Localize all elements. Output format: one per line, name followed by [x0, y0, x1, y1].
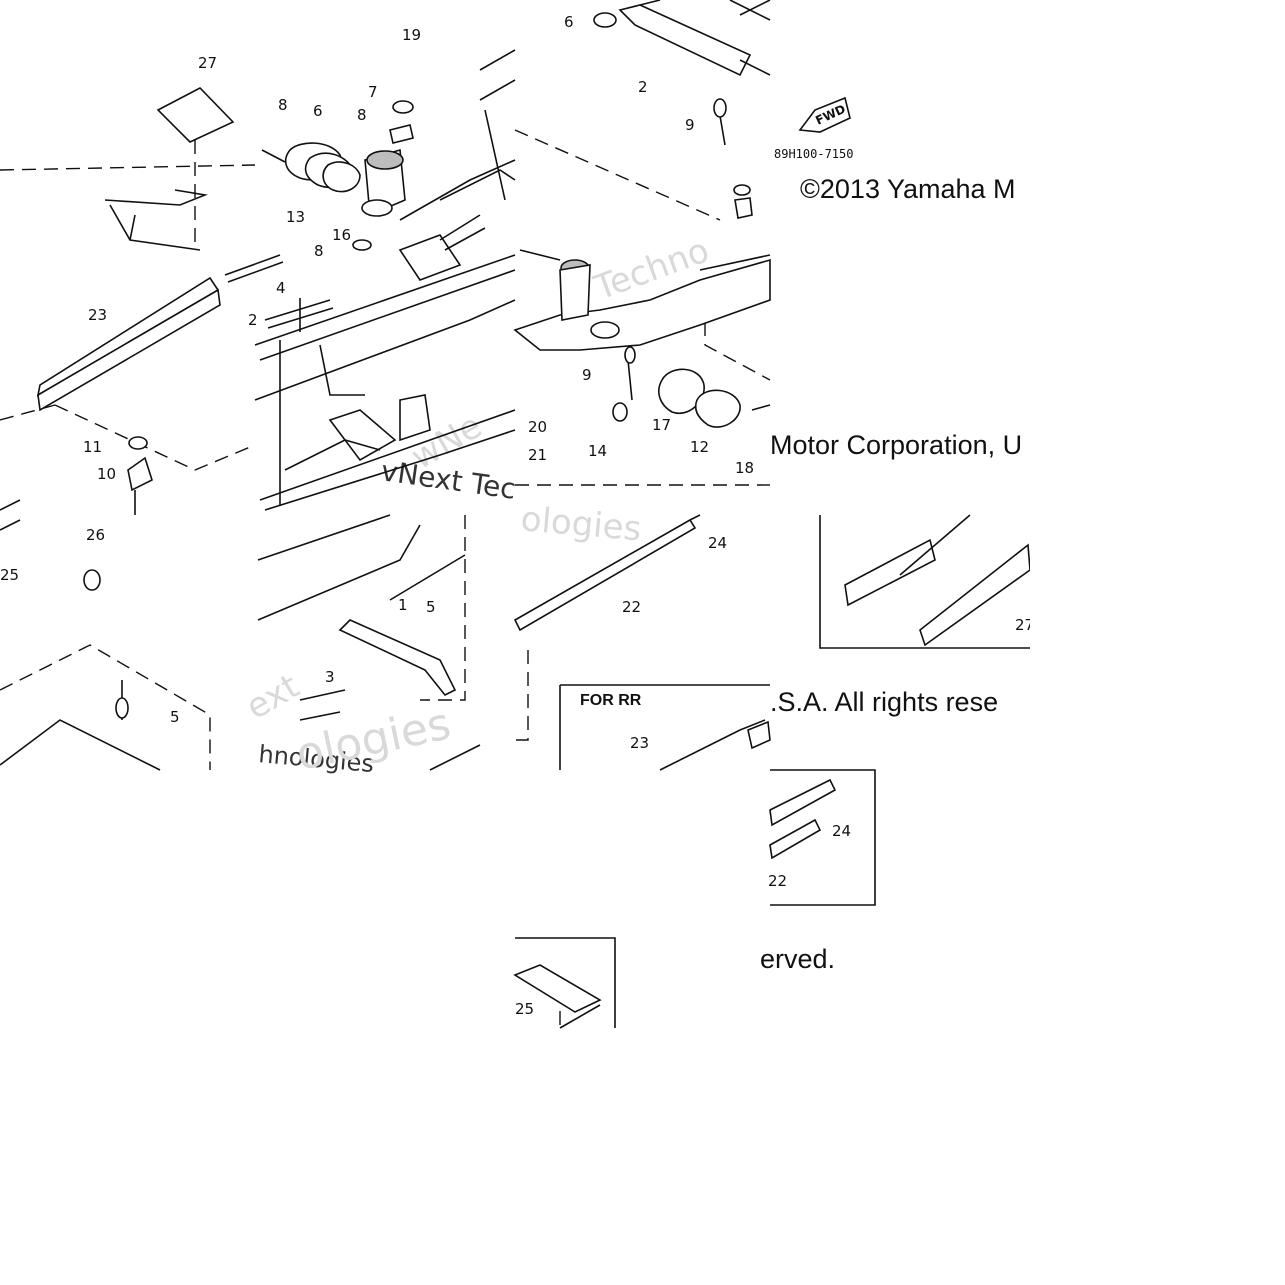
stray-piece-bottom: [513, 937, 616, 1029]
callout-label: 27: [198, 54, 217, 72]
copyright-fragment: .S.A. All rights rese: [770, 687, 998, 717]
callout-label: 20: [528, 418, 547, 436]
watermark-fragment: ext: [240, 666, 307, 728]
mount-assembly-top: [261, 100, 414, 251]
callout-label: 18: [735, 459, 754, 477]
callout-label: 4: [276, 279, 286, 297]
callout-label: 17: [652, 416, 671, 434]
copyright-fragment: Motor Corporation, U: [770, 430, 1022, 460]
callout-label: 9: [685, 116, 695, 134]
callout-label: 3: [325, 668, 335, 686]
callout-label: 1: [398, 596, 408, 614]
small-parts-left: [0, 436, 161, 771]
callout-label: 22: [768, 872, 787, 890]
callout-label: 12: [690, 438, 709, 456]
part-code: 89H100-7150: [774, 147, 853, 161]
callout-label: 13: [286, 208, 305, 226]
part-rod: [224, 254, 284, 283]
callout-label: 19: [402, 26, 421, 44]
part-strip: [37, 288, 221, 412]
callout-label: 5: [170, 708, 180, 726]
callout-label: 22: [622, 598, 641, 616]
rail-assembly-top-right: FWD: [593, 0, 851, 219]
blank-region: [0, 1030, 1030, 1285]
callout-label: 25: [515, 1000, 534, 1018]
callout-label: 26: [86, 526, 105, 544]
callout-label: 14: [588, 442, 607, 460]
callout-label: 6: [564, 13, 574, 31]
mount-assembly-mid: [513, 249, 771, 428]
callout-label: 16: [332, 226, 351, 244]
callout-label: 5: [426, 598, 436, 616]
callout-label: 9: [582, 366, 592, 384]
watermark-fragment: ologies: [519, 499, 643, 549]
rail-assembly-lower: [257, 514, 481, 771]
inset-title: FOR RR: [580, 692, 642, 709]
callout-label: 8: [278, 96, 288, 114]
fwd-arrow-icon: [798, 96, 851, 133]
callout-label: 8: [314, 242, 324, 260]
callout-label: 2: [638, 78, 648, 96]
part-strip: [36, 276, 220, 397]
callout-label: 24: [708, 534, 727, 552]
callout-label: 23: [630, 734, 649, 752]
chassis-frame: [254, 49, 516, 511]
callout-label: 10: [97, 465, 116, 483]
blank-region: [1030, 0, 1285, 1285]
callout-label: 23: [88, 306, 107, 324]
part-plate: [156, 87, 235, 143]
callout-label: 24: [832, 822, 851, 840]
callout-label: 6: [313, 102, 323, 120]
callout-label: 2: [248, 311, 258, 329]
callout-label: 27: [1015, 616, 1034, 634]
callout-label: 7: [368, 83, 378, 101]
callout-labels: 27 19 6 2 9 8 7 8 6 13 16 8 23 2 4 11 10…: [0, 13, 1034, 1018]
inset-for-rr: FOR RR: [559, 684, 876, 906]
copyright-fragment: ©2013 Yamaha M: [800, 174, 1016, 204]
inset-right-strip: [819, 514, 1031, 649]
callout-label: 8: [357, 106, 367, 124]
callout-label: 11: [83, 438, 102, 456]
part-bracket: [104, 189, 208, 251]
copyright-fragment: erved.: [760, 944, 835, 974]
callout-label: 21: [528, 446, 547, 464]
runner-strip: [513, 514, 701, 632]
part-bar: [264, 298, 334, 332]
callout-label: 25: [0, 566, 19, 584]
